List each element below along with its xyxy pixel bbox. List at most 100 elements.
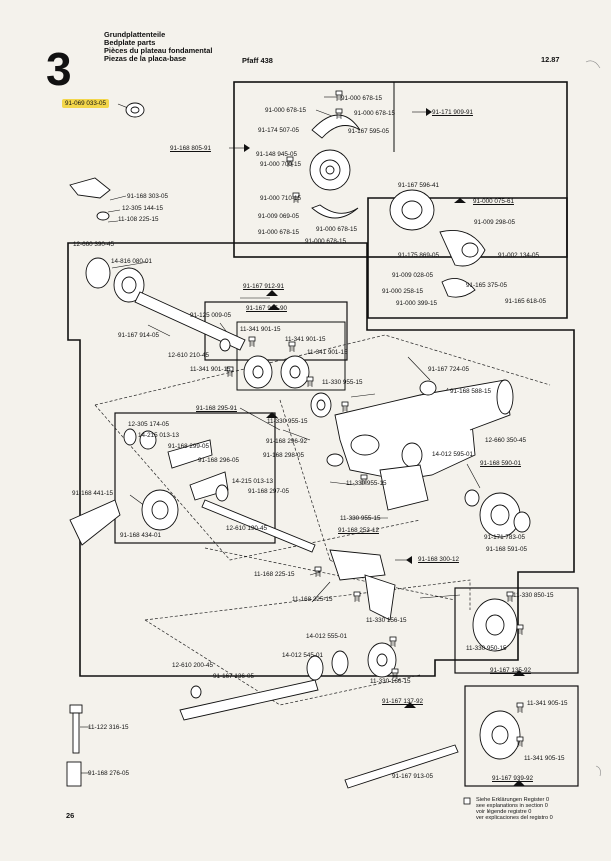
part-label: 11-330 950-15 — [466, 645, 507, 652]
part-label: 11-330 156-15 — [366, 617, 407, 624]
bolt-head-icon — [69, 704, 83, 714]
part-label: 14-012 555-01 — [306, 633, 347, 640]
part-label-reference: 91-171 909-91 — [432, 109, 473, 116]
bushing-icon — [66, 761, 82, 787]
scan-marks — [585, 60, 601, 777]
heading-es: Piezas de la placa-base — [104, 54, 187, 63]
lower-shaft-icon — [201, 499, 316, 553]
spring-clip-icon — [69, 177, 111, 199]
parts-artwork — [66, 102, 531, 789]
part-label: 12-305 144-15 — [122, 205, 163, 212]
page-number: 26 — [66, 811, 75, 820]
part-label: 91-168 303-05 — [127, 193, 168, 200]
part-label-reference: 91-167 939-92 — [492, 775, 533, 782]
heading-de: Grundplattenteile — [104, 30, 166, 39]
part-label-highlighted: 91-069 033-05 — [62, 99, 109, 108]
part-label: 11-108 225-15 — [118, 216, 159, 223]
part-label: 11-341 901-15 — [285, 336, 326, 343]
legend-line: ver explicaciones del registro 0 — [476, 815, 553, 821]
part-label: 14-215 013-13 — [138, 432, 179, 439]
part-label-reference: 91-168 590-01 — [480, 460, 521, 467]
hook-assembly-frame — [233, 81, 568, 258]
part-label: 91-000 678-15 — [305, 238, 346, 245]
part-label: 91-167 595-05 — [348, 128, 389, 135]
part-label: 91-168 276-05 — [88, 770, 129, 777]
part-label: 12-660 390-45 — [73, 241, 114, 248]
part-label: 91-002 134-05 — [498, 252, 539, 259]
part-label: 11-341 901-15 — [307, 349, 348, 356]
part-label-reference: 91-000 075-61 — [473, 198, 514, 205]
shaft-subframe — [114, 412, 276, 544]
bedplate-shaft-frame — [67, 242, 575, 677]
gear-inner-frame — [236, 321, 346, 391]
legend-line: Siehe Erklärungen Register 0 — [476, 797, 550, 803]
part-label: 12-660 350-45 — [485, 437, 526, 444]
part-label: 91-000 258-15 — [382, 288, 423, 295]
part-label-reference: 91-168 805-91 — [170, 145, 211, 152]
part-label: 91-000 710-15 — [260, 195, 301, 202]
part-label-reference: 91-168 253-12 — [338, 527, 379, 534]
model-name: Pfaff 438 — [242, 56, 273, 65]
part-label: 11-168 225-15 — [292, 596, 333, 603]
part-label: 11-330 955-15 — [267, 418, 308, 425]
part-label: 91-009 069-05 — [258, 213, 299, 220]
part-label: 91-171 783-05 — [484, 534, 525, 541]
part-label: 91-148 945-05 — [256, 151, 297, 158]
part-label: 91-000 700-15 — [260, 161, 301, 168]
part-label: 14-215 013-13 — [232, 478, 273, 485]
part-label: 91-168 299-05 — [168, 443, 209, 450]
part-label: 11-168 225-15 — [254, 571, 295, 578]
part-label: 91-009 298-05 — [474, 219, 515, 226]
part-label: 11-330 955-15 — [322, 379, 363, 386]
part-label: 91-168 298-05 — [263, 452, 304, 459]
part-label: 91-165 618-05 — [505, 298, 546, 305]
part-label: 91-000 678-15 — [316, 226, 357, 233]
part-label: 11-330 850-15 — [513, 592, 554, 599]
upper-shaft-icon — [134, 291, 246, 351]
part-label: 91-009 028-05 — [392, 272, 433, 279]
part-label: 91-168 434-01 — [120, 532, 161, 539]
heading-fr: Pièces du plateau fondamental — [104, 46, 213, 55]
part-label: 91-175 869-05 — [398, 252, 439, 259]
part-label: 91-168 296-05 — [198, 457, 239, 464]
part-label-reference: 91-168 295-91 — [196, 405, 237, 412]
part-label: 14-816 080-01 — [111, 258, 152, 265]
bobbin-case-frame — [367, 197, 568, 319]
retaining-ring-icon — [85, 257, 111, 289]
part-label: 91-000 678-15 — [265, 107, 306, 114]
part-label: 11-341 905-15 — [527, 700, 568, 707]
part-label: 91-000 678-15 — [354, 110, 395, 117]
issue-date: 12.87 — [541, 55, 560, 64]
legend-line: see explanations in section 0 — [476, 803, 548, 809]
hook-upper-icon — [311, 114, 361, 139]
part-label: 91-168 296-92 — [266, 438, 307, 445]
part-label: 91-165 375-05 — [466, 282, 507, 289]
hook-shaft-icon — [179, 679, 319, 721]
part-label: 91-168 441-15 — [72, 490, 113, 497]
crank-arm-icon — [329, 549, 386, 581]
part-label: 11-330 166-15 — [370, 678, 411, 685]
part-label: 91-167 136-05 — [213, 673, 254, 680]
part-label: 91-000 678-15 — [258, 229, 299, 236]
part-label-reference: 91-167 135-92 — [490, 667, 531, 674]
part-label-reference: 91-167 915-90 — [246, 305, 287, 312]
part-label-reference: 91-167 912-91 — [243, 283, 284, 290]
crank-lever-icon — [69, 499, 121, 546]
part-label: 12-610 190-45 — [226, 525, 267, 532]
part-label: 91-167 596-41 — [398, 182, 439, 189]
part-label: 91-168 588-15 — [450, 388, 491, 395]
part-label: 11-330 955-15 — [346, 480, 387, 487]
part-label: 11-341 901-15 — [190, 366, 231, 373]
heading-en: Bedplate parts — [104, 38, 156, 47]
part-label: 12-610 210-45 — [168, 352, 209, 359]
part-label: 91-167 724-05 — [428, 366, 469, 373]
part-label: 11-330 955-15 — [340, 515, 381, 522]
part-label-reference: 91-168 300-12 — [418, 556, 459, 563]
part-label: 91-167 913-05 — [392, 773, 433, 780]
part-label: 91-168 297-05 — [248, 488, 289, 495]
part-label: 11-341 901-15 — [240, 326, 281, 333]
legend-line: voir légende registre 0 — [476, 809, 532, 815]
part-label: 91-000 399-15 — [396, 300, 437, 307]
